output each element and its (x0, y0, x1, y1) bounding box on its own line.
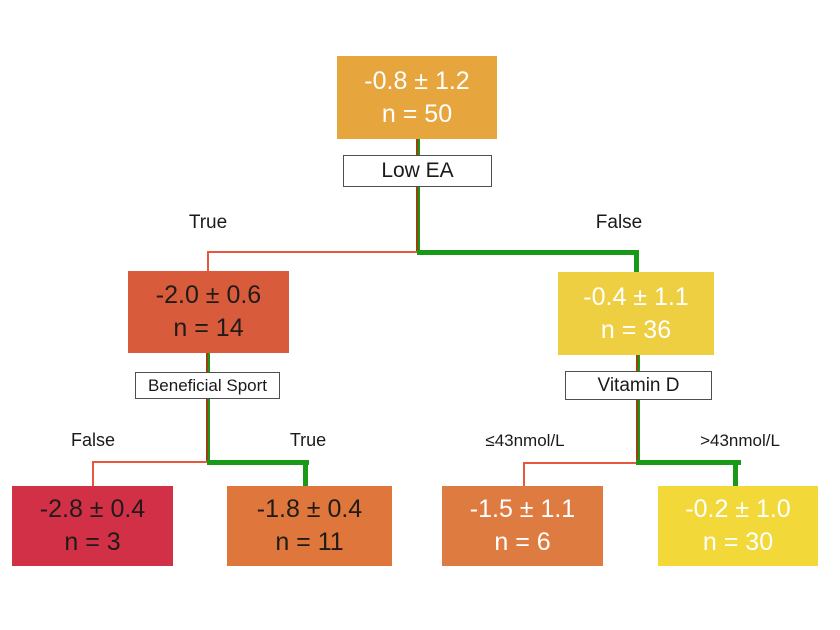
node-vitd-low: -1.5 ± 1.1 n = 6 (442, 486, 603, 566)
node-value: -0.8 ± 1.2 (364, 66, 470, 95)
branch-line-sport-false-vertical (92, 461, 94, 486)
stem-vitd-to-split (636, 400, 640, 461)
split-label-vitamin-d: Vitamin D (565, 371, 712, 400)
branch-line-vitd-low-horizontal (523, 462, 638, 464)
stem-right-node-to-vitd (636, 355, 640, 371)
branch-line-vitd-low-vertical (523, 462, 525, 486)
node-count: n = 14 (173, 314, 244, 342)
node-value: -0.2 ± 1.0 (685, 495, 791, 523)
node-count: n = 30 (702, 528, 774, 556)
node-count: n = 36 (600, 315, 672, 344)
node-value: -0.4 ± 1.1 (583, 282, 689, 311)
node-low-ea-false: -0.4 ± 1.1 n = 36 (558, 272, 714, 355)
split-label-low-ea: Low EA (343, 155, 492, 187)
split-label-beneficial-sport: Beneficial Sport (135, 372, 280, 399)
branch-label-low-ea-false: False (595, 212, 643, 233)
node-count: n = 50 (381, 99, 453, 128)
node-value: -1.5 ± 1.1 (469, 495, 576, 523)
branch-label-vitd-high: >43nmol/L (700, 431, 780, 450)
stem-left-node-to-sport (206, 353, 210, 372)
branch-line-false-vertical (634, 250, 639, 272)
node-value: -2.0 ± 0.6 (155, 281, 262, 309)
branch-line-true-horizontal (207, 251, 417, 253)
node-value: -1.8 ± 0.4 (256, 495, 363, 523)
branch-line-sport-true-vertical (303, 460, 308, 486)
branch-label-vitd-low: ≤43nmol/L (485, 431, 565, 450)
branch-line-sport-false-horizontal (92, 461, 207, 463)
branch-line-vitd-high-horizontal (636, 460, 741, 465)
branch-line-false-horizontal (417, 250, 639, 255)
node-low-ea-true: -2.0 ± 0.6 n = 14 (128, 271, 289, 353)
node-sport-true: -1.8 ± 0.4 n = 11 (227, 486, 392, 566)
node-sport-false: -2.8 ± 0.4 n = 3 (12, 486, 173, 566)
branch-line-sport-true-horizontal (207, 460, 309, 465)
node-value: -2.8 ± 0.4 (39, 495, 146, 523)
stem-lowea-to-split (416, 187, 420, 251)
branch-label-sport-true: True (289, 430, 327, 450)
branch-label-low-ea-true: True (188, 212, 228, 233)
node-count: n = 3 (64, 528, 121, 556)
node-root: -0.8 ± 1.2 n = 50 (337, 56, 497, 139)
node-vitd-high: -0.2 ± 1.0 n = 30 (658, 486, 818, 566)
node-count: n = 6 (494, 528, 551, 556)
branch-label-sport-false: False (70, 430, 116, 450)
branch-line-vitd-high-vertical (733, 460, 738, 486)
stem-root-to-lowea (416, 139, 420, 155)
node-count: n = 11 (275, 528, 344, 556)
branch-line-true-vertical (207, 251, 209, 271)
stem-sport-to-split (206, 399, 210, 461)
